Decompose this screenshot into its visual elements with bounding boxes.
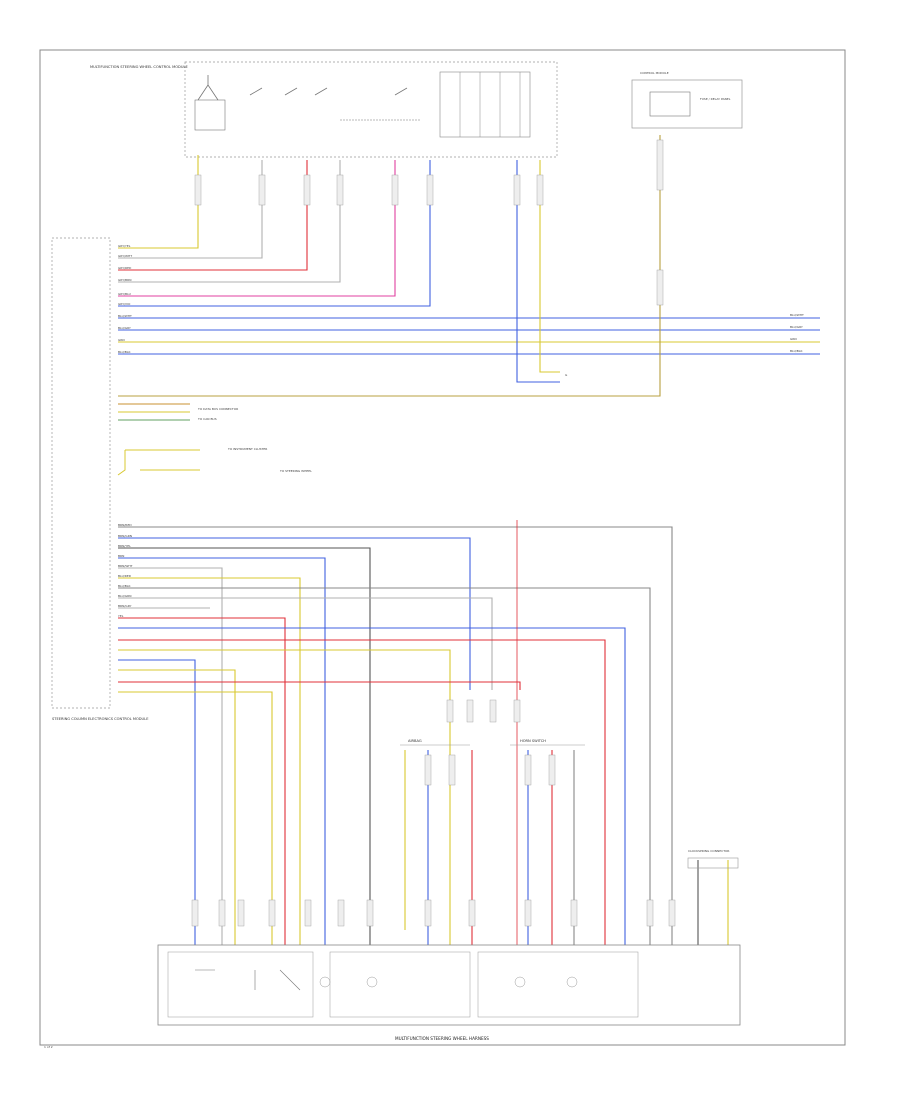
svg-text:BRN/WHT: BRN/WHT xyxy=(118,564,133,568)
svg-text:BRN/RED: BRN/RED xyxy=(118,523,132,527)
svg-text:BLU/GRY: BLU/GRY xyxy=(118,326,131,330)
svg-text:GRY/WHT: GRY/WHT xyxy=(118,254,132,258)
svg-text:BLU/BLK: BLU/BLK xyxy=(118,584,132,588)
bottom-connector-marks xyxy=(191,699,676,927)
upper-wires xyxy=(118,135,820,397)
svg-text:GRY/BRN: GRY/BRN xyxy=(118,278,131,282)
top-switch-module: MULTIFUNCTION STEERING WHEEL CONTROL MOD… xyxy=(90,61,558,158)
svg-text:BRN/YEL: BRN/YEL xyxy=(118,544,131,548)
page-ref: 1 of 2 xyxy=(44,1045,53,1049)
svg-text:GRY/RED: GRY/RED xyxy=(118,266,132,270)
mid-note-1: TO DATA BUS CONNECTOR xyxy=(197,407,238,411)
left-module-label: STEERING COLUMN ELECTRONICS CONTROL MODU… xyxy=(52,717,149,721)
mid-note-4: TO STEERING WHEEL xyxy=(279,469,312,473)
mid-note-3: TO INSTRUMENT CLUSTER xyxy=(227,447,267,451)
clockspring-connector-label: CLOCKSPRING CONNECTOR xyxy=(688,849,730,853)
top-right-module: CONTROL MODULE FUSE / RELAY PANEL xyxy=(631,71,743,129)
diagram-frame xyxy=(39,49,846,1046)
wire-connector-marks xyxy=(194,139,664,306)
right-wire-ends: BLU/WHT BLU/GRY GRN BLU/BLK xyxy=(790,313,804,353)
lower-wires xyxy=(118,520,673,945)
ground-note: G xyxy=(565,373,568,377)
svg-text:GRN: GRN xyxy=(790,337,797,341)
svg-text:BRN: BRN xyxy=(118,554,124,558)
svg-text:BLU/RED: BLU/RED xyxy=(118,574,132,578)
svg-text:BLU/BLK: BLU/BLK xyxy=(790,349,804,353)
clockspring-connector: CLOCKSPRING CONNECTOR xyxy=(687,849,739,869)
top-right-module-desc: FUSE / RELAY PANEL xyxy=(700,97,731,101)
svg-text:BRN/GRN: BRN/GRN xyxy=(118,534,132,538)
svg-text:GRN: GRN xyxy=(118,338,125,342)
group-right-label: HORN SWITCH xyxy=(520,739,546,743)
svg-text:BLU/WHT: BLU/WHT xyxy=(118,314,132,318)
svg-text:BLU/GRY: BLU/GRY xyxy=(790,325,803,329)
upper-pin-labels: GRY/YEL GRY/WHT GRY/RED GRY/BRN GRY/BLU … xyxy=(118,244,132,354)
svg-text:GRY/YEL: GRY/YEL xyxy=(118,244,131,248)
bottom-harness: MULTIFUNCTION STEERING WHEEL HARNESS xyxy=(157,944,741,1041)
svg-text:GRY/VIO: GRY/VIO xyxy=(118,302,131,306)
lower-pin-labels: BRN/RED BRN/GRN BRN/YEL BRN BRN/WHT BLU/… xyxy=(118,523,133,618)
top-right-module-label: CONTROL MODULE xyxy=(640,71,669,75)
group-left-label: AIRBAG xyxy=(408,739,422,743)
svg-text:BLU/BLK: BLU/BLK xyxy=(118,350,132,354)
top-switch-module-label: MULTIFUNCTION STEERING WHEEL CONTROL MOD… xyxy=(90,65,188,69)
bottom-harness-label: MULTIFUNCTION STEERING WHEEL HARNESS xyxy=(395,1036,489,1041)
svg-text:BRN/GRY: BRN/GRY xyxy=(118,604,132,608)
middle-section xyxy=(117,403,200,476)
left-module: STEERING COLUMN ELECTRONICS CONTROL MODU… xyxy=(51,237,149,721)
svg-text:YEL: YEL xyxy=(118,614,124,618)
svg-text:BLU/WHT: BLU/WHT xyxy=(790,313,804,317)
mid-note-2: TO CAN BUS xyxy=(197,417,217,421)
svg-text:BLU/GRN: BLU/GRN xyxy=(118,594,131,598)
svg-text:GRY/BLU: GRY/BLU xyxy=(118,292,131,296)
